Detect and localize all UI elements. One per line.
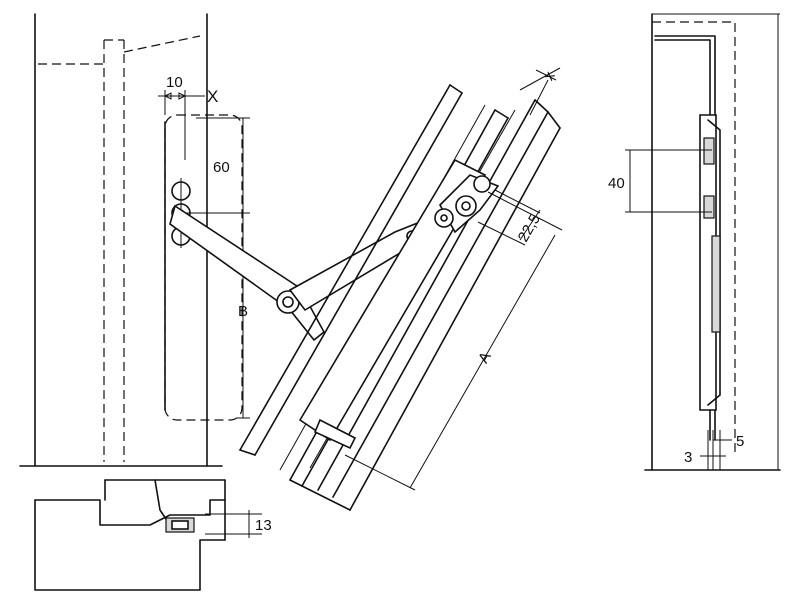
bottom-section [34, 479, 262, 591]
dim-a: A [475, 349, 495, 366]
dim-3: 3 [684, 449, 692, 466]
tilted-sash [239, 67, 563, 511]
dim-5: 5 [736, 433, 744, 450]
dim-40: 40 [608, 175, 625, 192]
dim-x-upper: X [207, 87, 218, 106]
dim-22-5: 22,5 [515, 211, 544, 245]
dim-10: 10 [166, 74, 183, 91]
dim-b: B [238, 303, 248, 320]
dim-60: 60 [213, 159, 230, 176]
dim-13: 13 [255, 517, 272, 534]
section-view [625, 13, 781, 471]
